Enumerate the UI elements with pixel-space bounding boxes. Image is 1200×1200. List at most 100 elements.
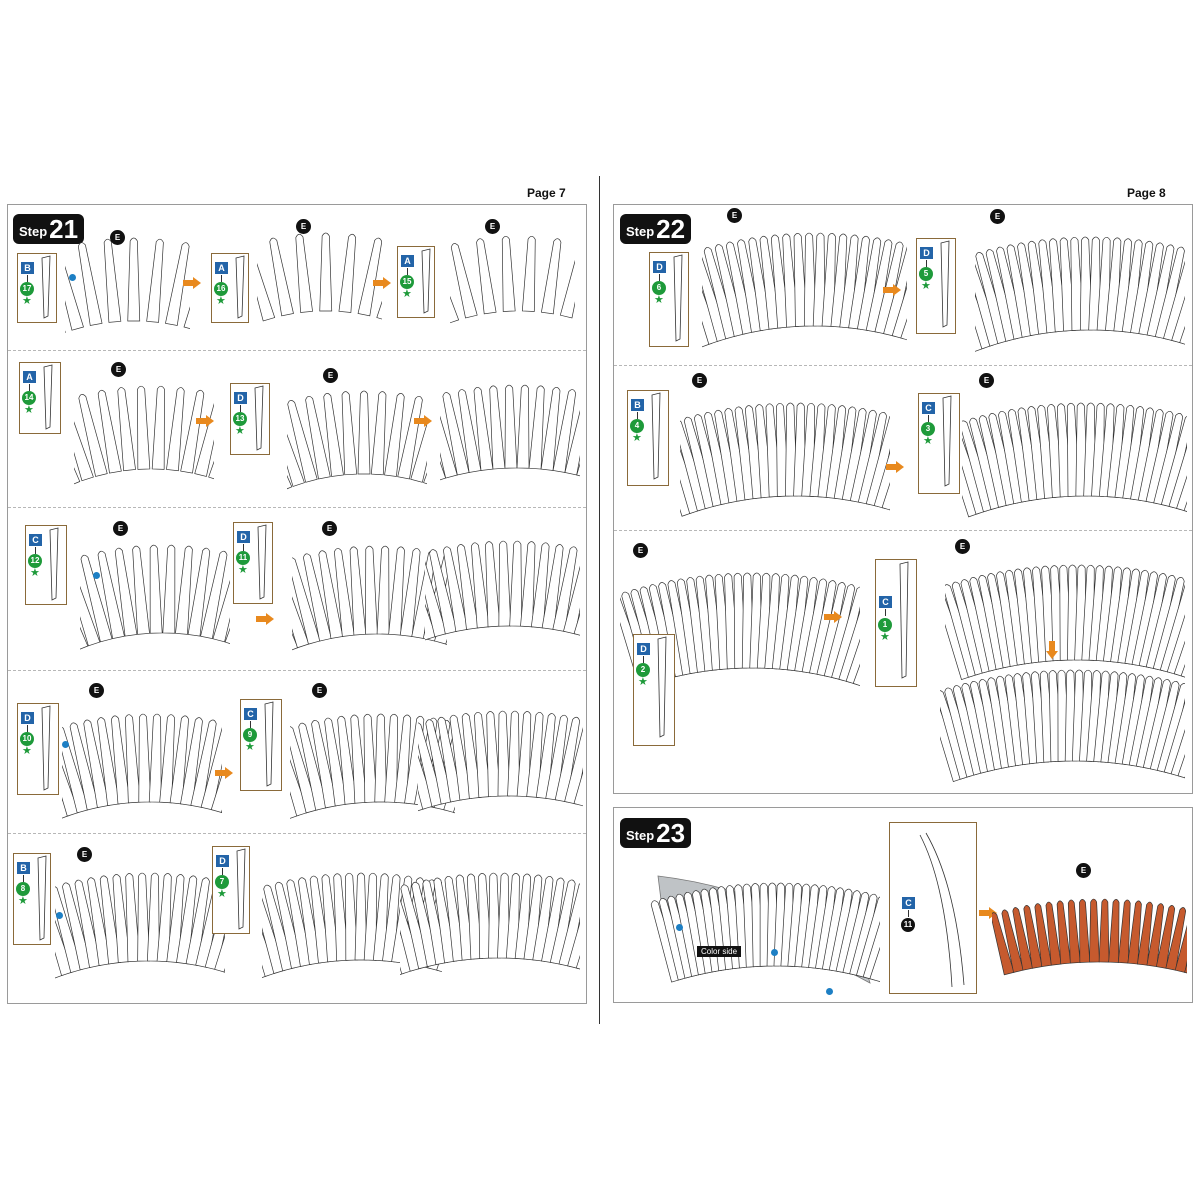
feather [156,873,172,963]
feather [471,542,490,629]
part-number-badge: 3 [921,422,935,436]
feather-column-icon [919,832,965,988]
feather [365,545,378,635]
part-e-badge: E [111,362,126,377]
feather [87,877,112,966]
feather [485,541,501,628]
feather [292,557,321,645]
orange-feather [1098,898,1110,963]
feather [1121,674,1145,767]
part-e-badge: E [89,683,104,698]
feather [1145,575,1176,670]
part-letter-badge: C [922,402,935,414]
feather-assembly [940,669,1185,783]
feather [575,954,580,970]
feather [1176,475,1187,512]
feather-assembly [55,872,225,979]
feather [146,872,160,962]
feather [224,627,230,645]
feather-part-icon [43,364,53,430]
feather [1117,568,1140,665]
feather [478,873,493,959]
feather [321,874,340,963]
connector-line [27,725,28,732]
feather-assembly [62,713,222,819]
part-e-badge: E [77,847,92,862]
connector-line [243,544,244,551]
feather-assembly [425,540,580,641]
feather [1171,296,1185,345]
orange-feather [1184,962,1187,974]
feather [324,717,348,807]
feather [1145,410,1174,505]
feather [748,237,773,332]
feather [505,873,520,959]
feather-assembly [680,402,890,517]
orange-feather [1079,898,1091,963]
step-number: 23 [656,818,686,848]
part-e-badge: E [979,373,994,388]
feather [1096,236,1111,331]
part-number-badge: 9 [243,728,257,742]
feather [881,481,890,511]
orange-feather [1001,909,1024,973]
feather-assembly [292,545,447,651]
callout-a-16: A 16 ★ [211,253,249,323]
part-e-badge: E [110,230,125,245]
callout-d-13: D 13 ★ [230,383,270,455]
feather-assembly [945,564,1185,681]
feather [166,387,185,472]
feather [794,577,818,673]
feather-part-icon [254,385,264,451]
feather [1142,679,1171,771]
part-number-badge: 15 [400,275,414,289]
feather [779,574,799,671]
feather [1124,569,1149,666]
feather [78,394,108,477]
feather [111,715,131,805]
feather [337,715,358,805]
feather [1183,501,1187,512]
part-number-badge: 10 [20,732,34,746]
feather [376,300,382,320]
feather [831,586,860,681]
feather [309,875,331,964]
feather [703,247,738,340]
feather-part-icon [37,855,47,941]
feather [865,239,893,333]
step-number: 21 [49,214,79,244]
part-e-badge: E [955,539,970,554]
part-letter-badge: D [637,643,650,655]
step-badge-23: Step 23 [620,818,692,848]
feather [357,237,382,317]
feather-part-icon [673,254,683,342]
feather [99,875,121,965]
feather-part-icon [49,527,59,601]
connector-line [29,384,30,391]
feather [1152,577,1185,672]
arrow-right-icon [215,766,233,779]
feather [443,546,469,632]
glue-dot [62,741,69,748]
feather [516,384,530,469]
feather [97,389,122,474]
callout-d-10: D 10 ★ [17,703,59,795]
feather [97,717,120,806]
feather-assembly [287,390,427,490]
feather [169,715,189,805]
feather [127,237,141,322]
part-letter-badge: C [902,897,915,909]
feather [311,720,338,809]
part-e-badge: E [485,219,500,234]
callout-d-11: D 11 ★ [233,522,273,604]
feather-part-icon [940,240,950,328]
callout-d-6: D 6 ★ [649,252,689,347]
orange-feather [1174,924,1187,973]
feather-assembly [74,385,214,485]
feather [62,726,90,814]
feather [180,717,203,806]
feather [823,584,856,679]
star-icon: ★ [22,745,32,757]
feather [287,475,293,490]
row-separator [8,670,586,671]
